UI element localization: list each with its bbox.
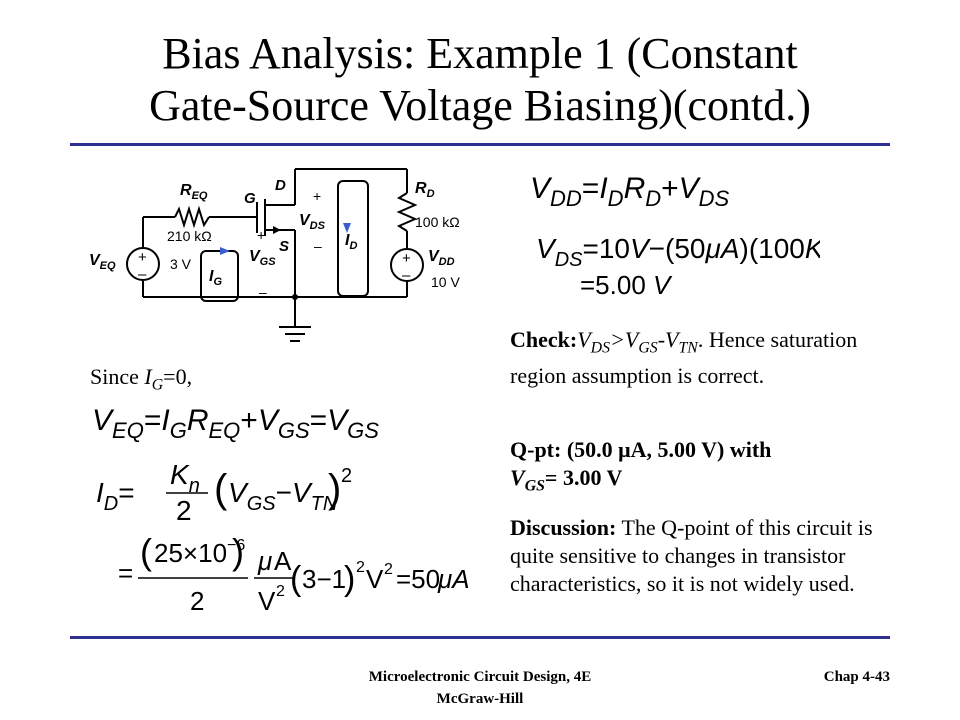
drain-label: D	[275, 177, 286, 194]
svg-text:=: =	[118, 558, 133, 588]
vdd-label: VDD	[428, 248, 455, 268]
svg-text:ID=: ID=	[96, 477, 135, 515]
discussion-label: Discussion:	[510, 515, 617, 540]
svg-text:VDS=10V−(50μA)(100K): VDS=10V−(50μA)(100K)	[536, 233, 820, 271]
top-rule	[70, 143, 890, 146]
equation-veq: VEQ=IGREQ+VGS=VGS	[92, 404, 379, 443]
svg-text:μA: μA	[437, 564, 468, 594]
qpt-vgs: = 3.00 V	[544, 465, 623, 490]
svg-text:Kn: Kn	[170, 459, 200, 497]
svg-text:3−1: 3−1	[302, 564, 346, 594]
svg-text:A: A	[274, 546, 292, 576]
svg-text:2: 2	[384, 561, 393, 578]
source-label: S	[279, 238, 289, 255]
vgs-plus: +	[257, 227, 265, 243]
gate-label: G	[244, 190, 256, 207]
svg-text:VGS−VTN: VGS−VTN	[228, 477, 338, 515]
svg-text:V: V	[366, 564, 384, 594]
ig-label: IG	[209, 268, 222, 288]
svg-text:): )	[344, 560, 355, 598]
req-value: 210 kΩ	[167, 228, 212, 244]
vds-plus: +	[313, 188, 321, 204]
svg-text:2: 2	[341, 465, 352, 487]
title-line-2: Gate-Source Voltage Biasing)(contd.)	[149, 81, 811, 130]
bottom-rule	[70, 636, 890, 639]
discussion-text: The Q-point of this circuit is quite sen…	[510, 515, 873, 596]
svg-text:2: 2	[356, 559, 365, 576]
svg-text:): )	[232, 531, 244, 572]
veq-plus: +	[138, 249, 147, 266]
footer-book-title: Microelectronic Circuit Design, 4E	[368, 669, 592, 685]
id-label: ID	[345, 232, 357, 252]
check-inequality: VDS>VGS-VTN	[577, 327, 698, 357]
svg-text:2: 2	[276, 583, 285, 600]
vdd-minus: –	[402, 267, 411, 284]
svg-text:(: (	[140, 531, 152, 572]
svg-text:(: (	[290, 560, 302, 598]
footer-book: Microelectronic Circuit Design, 4E McGra…	[330, 666, 630, 710]
veq-value: 3 V	[170, 256, 192, 272]
equation-vdd: VDD=IDRD+VDS	[530, 172, 730, 211]
circuit-diagram: + – + – REQ 210 kΩ VEQ 3 V IG G D S VGS …	[89, 168, 460, 342]
vdd-plus: +	[402, 250, 411, 267]
check-paragraph: Check:VDS>VGS-VTN. Hence saturation regi…	[510, 326, 890, 390]
svg-text:VEQ=IGREQ+VGS=VGS: VEQ=IGREQ+VGS=VGS	[92, 404, 379, 443]
rd-label: RD	[415, 180, 435, 200]
qpt-text: Q-pt: (50.0 μA, 5.00 V) with	[510, 437, 772, 462]
svg-text:(: (	[214, 467, 228, 511]
svg-text:): )	[328, 467, 341, 511]
svg-text:2: 2	[176, 495, 192, 526]
svg-text:μ: μ	[257, 546, 272, 576]
qpt-paragraph: Q-pt: (50.0 μA, 5.00 V) with VGS= 3.00 V	[510, 437, 772, 495]
veq-minus: –	[138, 266, 147, 283]
vgs-minus: –	[259, 284, 267, 300]
check-text: . Hence saturation region assumption is …	[510, 327, 858, 389]
footer-chapter: Chap 4-43	[823, 669, 890, 685]
svg-text:V: V	[258, 586, 276, 616]
title-line-1: Bias Analysis: Example 1 (Constant	[162, 29, 798, 78]
equation-id: ID= Kn 2 ( VGS−VTN ) 2	[96, 459, 352, 526]
check-label: Check:	[510, 327, 578, 352]
vdd-value: 10 V	[431, 274, 460, 290]
vds-label: VDS	[299, 212, 326, 232]
rd-value: 100 kΩ	[415, 214, 460, 230]
svg-text:VDD=IDRD+VDS: VDD=IDRD+VDS	[530, 172, 730, 211]
vds-minus: –	[314, 238, 322, 254]
equation-vds: VDS=10V−(50μA)(100K) =5.00 V	[536, 233, 820, 300]
svg-text:=50: =50	[396, 564, 440, 594]
svg-text:2: 2	[190, 586, 204, 616]
discussion-paragraph: Discussion: The Q-point of this circuit …	[510, 514, 890, 598]
vgs-label: VGS	[249, 248, 276, 268]
slide-title: Bias Analysis: Example 1 (Constant Gate-…	[70, 28, 890, 132]
footer-publisher: McGraw-Hill	[436, 691, 524, 707]
svg-text:=5.00 V: =5.00 V	[580, 270, 673, 300]
since-text: Since IG=0,	[90, 364, 193, 394]
veq-label: VEQ	[89, 252, 116, 272]
req-label: REQ	[180, 182, 208, 202]
